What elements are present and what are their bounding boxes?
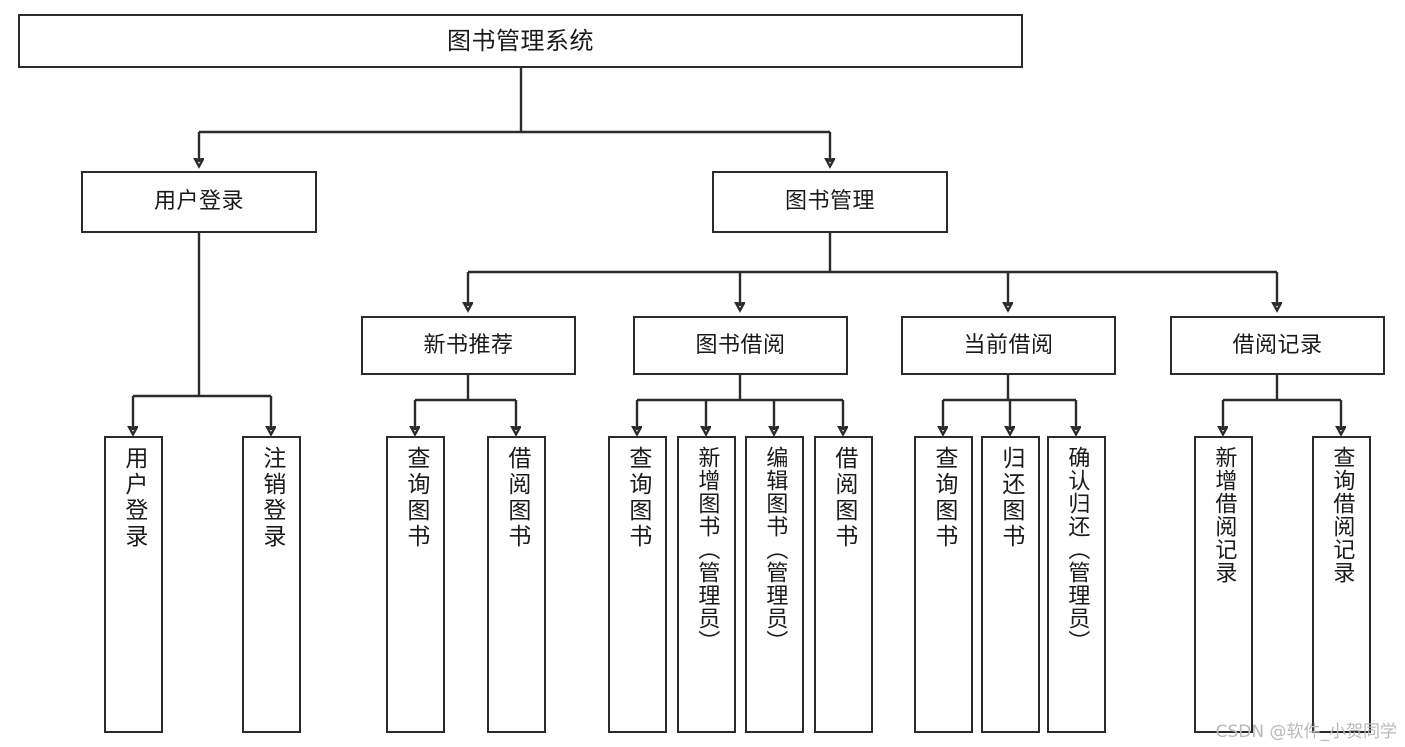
node-label: 归还图书	[997, 446, 1024, 550]
leaf-user-login[interactable]: 用户登录	[104, 436, 163, 733]
node-label: 确认归还（管理员）	[1064, 446, 1090, 653]
node-label: 查询图书	[930, 446, 957, 550]
node-label: 图书管理	[784, 189, 875, 215]
node-label: 新增图书（管理员）	[694, 446, 720, 653]
leaf-return-book[interactable]: 归还图书	[981, 436, 1040, 733]
node-label: 注销登录	[258, 446, 285, 550]
leaf-query-book-current[interactable]: 查询图书	[914, 436, 973, 733]
node-root-book-management-system[interactable]: 图书管理系统	[18, 14, 1023, 68]
node-current-borrow[interactable]: 当前借阅	[901, 316, 1116, 375]
node-label: 借阅图书	[830, 446, 857, 550]
node-borrow-record[interactable]: 借阅记录	[1170, 316, 1385, 375]
node-label: 查询图书	[624, 446, 651, 550]
node-label: 借阅记录	[1232, 332, 1323, 358]
node-label: 新增借阅记录	[1211, 446, 1237, 584]
node-label: 用户登录	[120, 446, 147, 550]
leaf-query-borrow-record[interactable]: 查询借阅记录	[1312, 436, 1371, 733]
leaf-borrow-book-recommend[interactable]: 借阅图书	[487, 436, 546, 733]
leaf-borrow-book[interactable]: 借阅图书	[814, 436, 873, 733]
leaf-query-book-borrow[interactable]: 查询图书	[608, 436, 667, 733]
node-book-management[interactable]: 图书管理	[712, 171, 948, 233]
leaf-add-borrow-record[interactable]: 新增借阅记录	[1194, 436, 1253, 733]
leaf-confirm-return-admin[interactable]: 确认归还（管理员）	[1047, 436, 1106, 733]
node-label: 编辑图书（管理员）	[762, 446, 788, 653]
leaf-logout[interactable]: 注销登录	[242, 436, 301, 733]
node-book-borrow[interactable]: 图书借阅	[633, 316, 848, 375]
csdn-watermark: CSDN @软件_小贺同学	[1215, 722, 1397, 742]
node-label: 新书推荐	[423, 332, 514, 358]
leaf-query-book-recommend[interactable]: 查询图书	[386, 436, 445, 733]
leaf-add-book-admin[interactable]: 新增图书（管理员）	[677, 436, 736, 733]
node-label: 图书借阅	[695, 332, 786, 358]
node-user-login[interactable]: 用户登录	[81, 171, 317, 233]
node-label: 查询借阅记录	[1329, 446, 1355, 584]
node-label: 当前借阅	[963, 332, 1054, 358]
node-label: 查询图书	[402, 446, 429, 550]
leaf-edit-book-admin[interactable]: 编辑图书（管理员）	[745, 436, 804, 733]
node-label: 用户登录	[153, 189, 244, 215]
node-new-book-recommend[interactable]: 新书推荐	[361, 316, 576, 375]
node-label: 图书管理系统	[447, 27, 594, 55]
node-label: 借阅图书	[503, 446, 530, 550]
